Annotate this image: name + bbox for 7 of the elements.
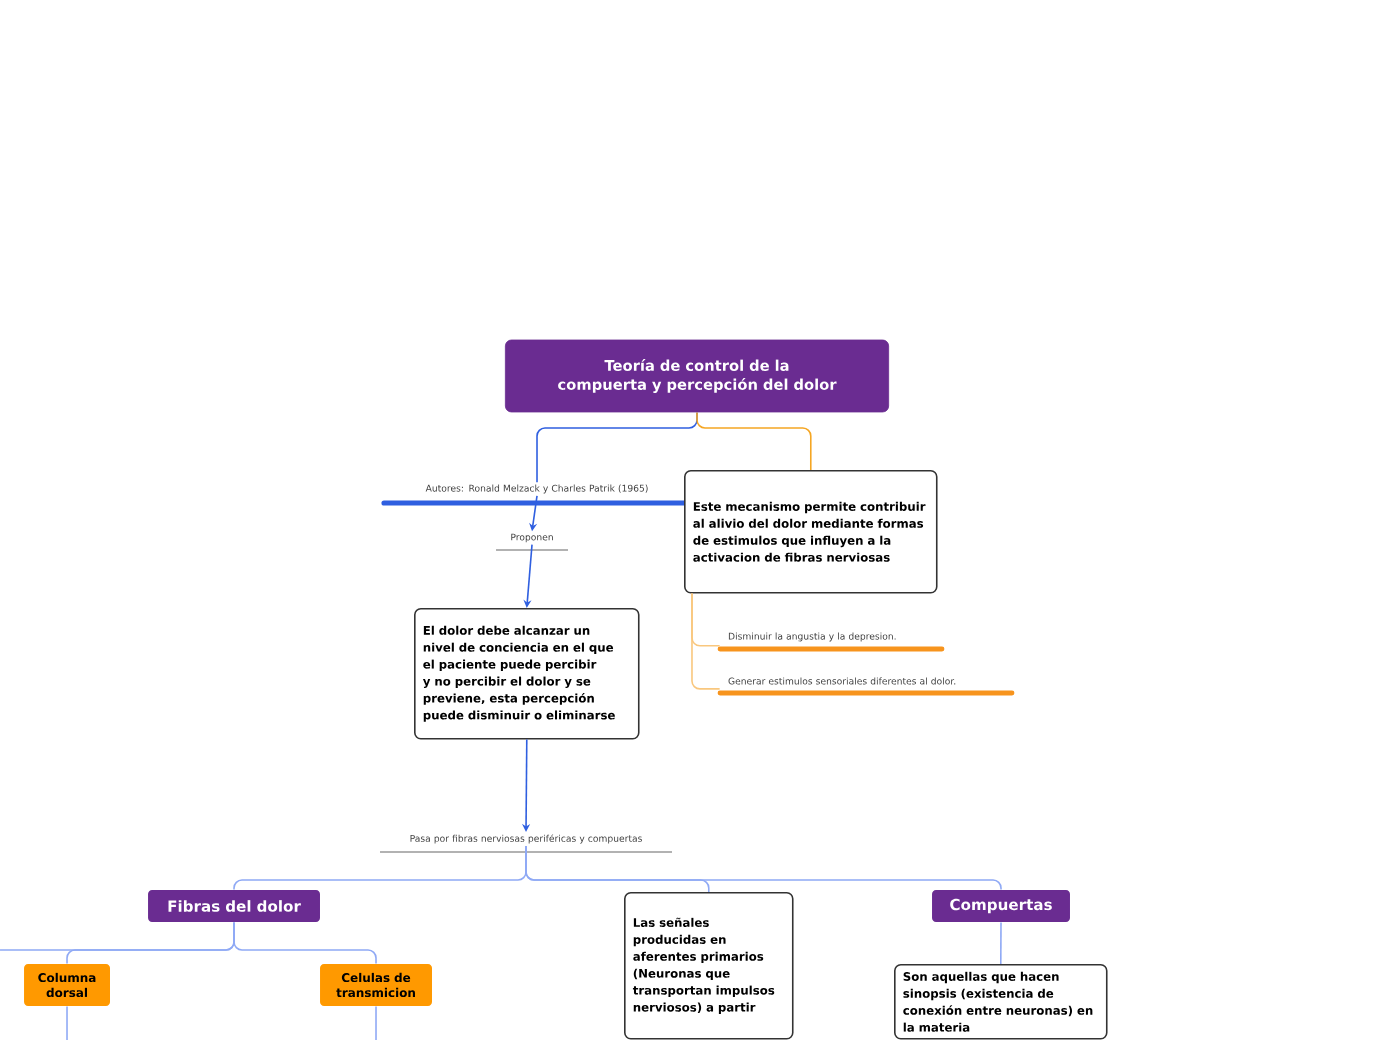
- connector: [691, 592, 721, 690]
- connector: [0, 921, 235, 951]
- connector: [696, 411, 812, 471]
- connector: [375, 1005, 377, 1040]
- connector: [66, 1005, 68, 1040]
- connector: [1000, 921, 1002, 965]
- connector: [525, 845, 1002, 891]
